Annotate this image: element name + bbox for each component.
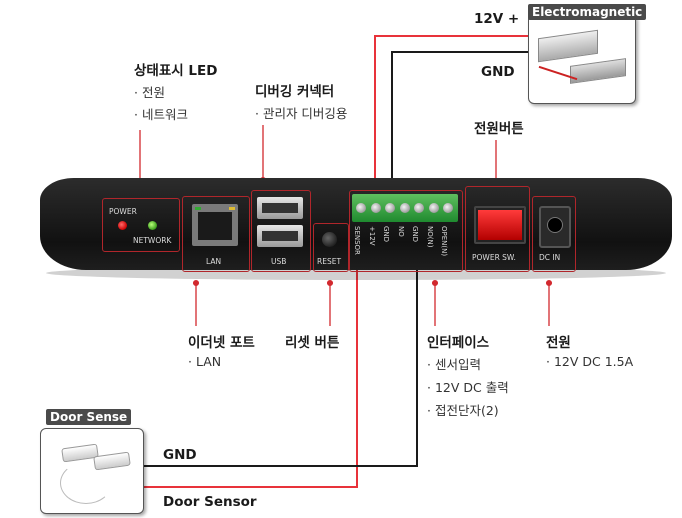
electromagnetic-12v-label: 12V + <box>474 11 520 27</box>
terminal-labels: SENSOR +12V GND NO GND NO(N) OPEN(N) <box>351 226 459 268</box>
usb-port-top[interactable] <box>257 197 303 219</box>
terminal-screw[interactable] <box>399 203 410 213</box>
wire-gnd-black-magnet <box>391 51 528 200</box>
terminal-screws <box>354 202 456 216</box>
debug-connector-title: 디버깅 커넥터 <box>255 84 335 100</box>
door-gnd-label: GND <box>163 447 197 463</box>
debug-connector-item: · 관리자 디버깅용 <box>255 106 348 121</box>
magnet-plate <box>570 58 626 84</box>
led-power-indicator <box>118 221 127 230</box>
power-title: 전원 <box>546 335 571 351</box>
usb-port-top-slot <box>262 203 298 213</box>
wire-12v-red <box>374 35 528 200</box>
lan-led-left <box>195 207 201 210</box>
electromagnetic-tag: Electromagnetic <box>528 4 647 20</box>
terminal-screw[interactable] <box>414 203 424 213</box>
door-sensor-label: Door Sensor <box>163 494 257 510</box>
terminal-screw[interactable] <box>428 203 439 213</box>
dc-in-jack[interactable] <box>539 206 571 248</box>
power-switch-label: POWER SW. <box>472 253 516 262</box>
interface-title: 인터페이스 <box>427 335 490 351</box>
status-led-item-power: · 전원 <box>134 85 165 100</box>
led-panel <box>102 198 180 252</box>
ethernet-port-title: 이더넷 포트 <box>188 335 255 351</box>
terminal-label: SENSOR <box>353 226 361 255</box>
usb-port-bottom-slot <box>262 231 298 241</box>
dc-in-panel <box>532 196 576 272</box>
terminal-label: NO <box>396 226 405 237</box>
lan-panel <box>182 196 250 272</box>
status-led-title: 상태표시 LED <box>134 63 218 79</box>
dc-in-label: DC IN <box>539 253 561 262</box>
ethernet-port-item: · LAN <box>188 354 222 369</box>
reset-label: RESET <box>317 257 342 266</box>
terminal-label: GND <box>382 226 390 243</box>
wire-sensor-red <box>140 268 358 488</box>
lan-port-socket <box>198 212 232 240</box>
wire-gnd-black-door <box>140 268 418 467</box>
lan-port[interactable] <box>192 204 238 246</box>
magnet-body <box>538 29 598 63</box>
lan-led-right <box>229 207 235 210</box>
magnet-image <box>534 28 630 98</box>
terminal-label: +12V <box>367 226 376 246</box>
usb-port-bottom[interactable] <box>257 225 303 247</box>
terminal-screw[interactable] <box>370 203 381 213</box>
door-sense-tag: Door Sense <box>46 409 132 425</box>
led-power-label: POWER <box>109 207 137 216</box>
power-switch-panel <box>465 186 530 272</box>
terminal-screw[interactable] <box>385 203 395 213</box>
terminal-panel <box>349 190 463 272</box>
interface-item-12v: · 12V DC 출력 <box>427 380 509 395</box>
power-item: · 12V DC 1.5A <box>546 354 634 369</box>
dc-in-hole <box>547 217 563 233</box>
usb-panel <box>251 190 311 272</box>
status-led-item-network: · 네트워크 <box>134 107 188 122</box>
reset-panel <box>313 223 349 272</box>
interface-item-contact: · 접전단자(2) <box>427 403 499 418</box>
usb-label: USB <box>271 257 287 266</box>
door-sensor-cable <box>60 462 112 504</box>
interface-item-sensor: · 센서입력 <box>427 357 481 372</box>
door-sensor-image <box>50 440 138 506</box>
reset-button[interactable] <box>322 232 337 247</box>
terminal-label: NO(N) <box>425 226 434 248</box>
electromagnetic-gnd-label: GND <box>481 64 515 80</box>
power-switch[interactable] <box>474 206 526 244</box>
terminal-screw[interactable] <box>443 203 453 213</box>
power-switch-rocker <box>478 210 522 240</box>
reset-button-title: 리셋 버튼 <box>285 335 340 351</box>
power-button-title: 전원버튼 <box>474 121 524 137</box>
terminal-label: OPEN(N) <box>440 226 448 257</box>
terminal-label: GND <box>411 226 419 243</box>
led-network-indicator <box>148 221 157 230</box>
terminal-screw[interactable] <box>356 203 366 213</box>
lan-label: LAN <box>206 257 222 266</box>
led-network-label: NETWORK <box>133 236 172 245</box>
